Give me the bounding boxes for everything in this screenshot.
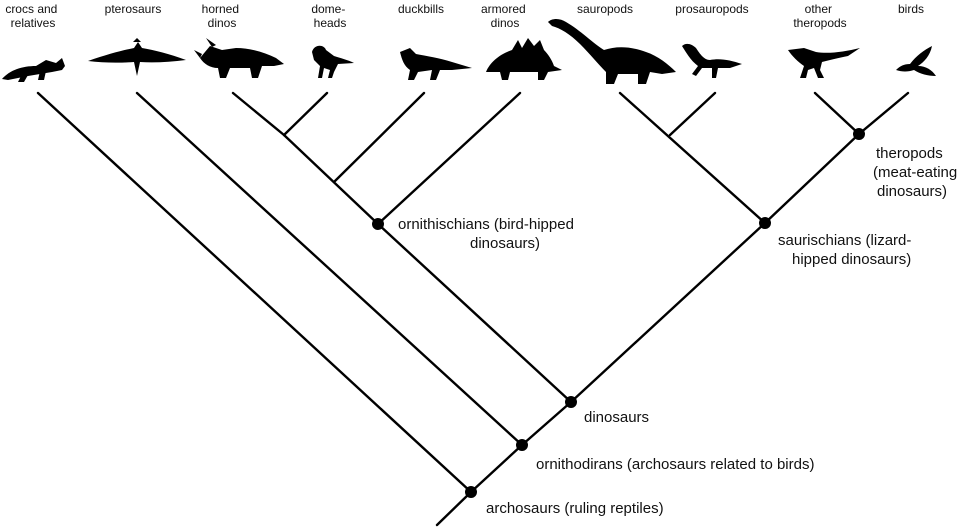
clade-label-dinosaurs: dinosaurs bbox=[584, 409, 649, 426]
clade-label-saurischians: saurischians (lizard- hipped dinosaurs) bbox=[778, 232, 916, 268]
branch-ornithopods bbox=[333, 91, 426, 183]
branch-crocs bbox=[36, 91, 473, 494]
clade-label-ornithischians: ornithischians (bird-hipped dinosaurs) bbox=[398, 216, 578, 252]
clade-label-archosaurs: archosaurs (ruling reptiles) bbox=[486, 500, 664, 517]
taxon-label-horned-dinos: horned dinos bbox=[202, 2, 243, 30]
prosauropod-silhouette-icon bbox=[682, 43, 742, 78]
branch-sauropodomorphs bbox=[618, 91, 767, 225]
branch-birds bbox=[857, 91, 910, 136]
sauropod-silhouette-icon bbox=[548, 19, 676, 84]
triceratops-silhouette-icon bbox=[194, 38, 284, 78]
branch-prosauropods bbox=[668, 91, 717, 137]
pterosaur-silhouette-icon bbox=[88, 38, 186, 76]
clade-label-ornithodirans: ornithodirans (archosaurs related to bir… bbox=[536, 456, 814, 473]
branch-ornithischians bbox=[376, 222, 573, 404]
bird-silhouette-icon bbox=[896, 46, 936, 76]
taxon-label-prosauropods: prosauropods bbox=[675, 2, 748, 16]
taxon-label-other-theropods: other theropods bbox=[793, 2, 846, 30]
crocodile-silhouette-icon bbox=[2, 58, 65, 82]
taxon-label-sauropods: sauropods bbox=[577, 2, 633, 16]
branch-horned-dinos bbox=[231, 91, 286, 137]
theropod-silhouette-icon bbox=[788, 48, 860, 78]
taxon-label-pterosaurs: pterosaurs bbox=[105, 2, 162, 16]
taxon-label-domeheads: dome- heads bbox=[311, 2, 348, 30]
branch-trunk-root bbox=[435, 490, 473, 527]
stegosaur-silhouette-icon bbox=[486, 38, 562, 80]
node-saurischians bbox=[759, 217, 771, 229]
branch-cerapoda bbox=[282, 133, 380, 226]
clade-label-theropods: theropods (meat-eating dinosaurs) bbox=[873, 145, 961, 200]
branch-theropods bbox=[763, 132, 861, 225]
hadrosaur-silhouette-icon bbox=[400, 48, 472, 80]
taxon-label-duckbills: duckbills bbox=[398, 2, 444, 16]
branch-saurischians bbox=[569, 221, 767, 404]
branch-dinosaurs bbox=[520, 400, 573, 447]
node-ornithischians bbox=[372, 218, 384, 230]
branch-ornithodirans bbox=[469, 443, 524, 494]
branch-domeheads bbox=[282, 91, 329, 137]
taxon-label-crocs: crocs and relatives bbox=[5, 2, 60, 30]
branch-other-theropods bbox=[813, 91, 861, 136]
node-archosaurs bbox=[465, 486, 477, 498]
taxon-label-birds: birds bbox=[898, 2, 924, 16]
branch-armored-dinos bbox=[376, 91, 522, 226]
node-theropods bbox=[853, 128, 865, 140]
branch-pterosaurs bbox=[135, 91, 524, 447]
node-dinosaurs bbox=[565, 396, 577, 408]
node-ornithodirans bbox=[516, 439, 528, 451]
pachycephalosaur-silhouette-icon bbox=[312, 45, 354, 78]
taxon-label-armored-dinos: armored dinos bbox=[481, 2, 529, 30]
